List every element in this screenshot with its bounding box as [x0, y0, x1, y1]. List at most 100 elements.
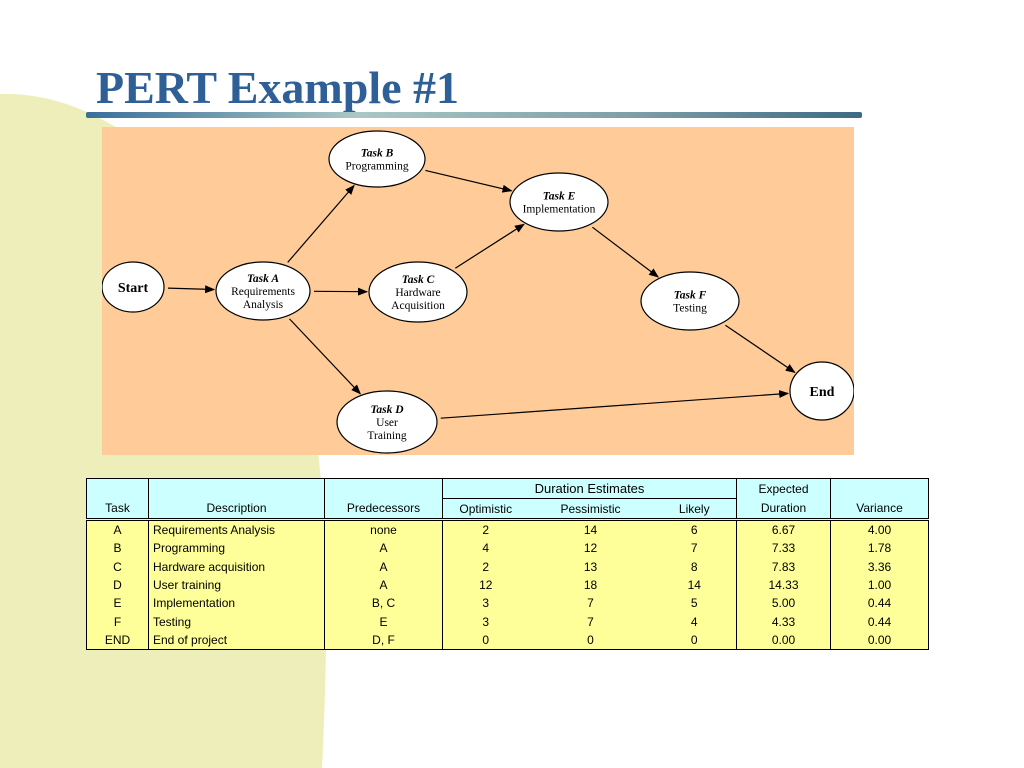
header-spacer-task [86, 478, 149, 499]
cell-description: Programming [148, 539, 325, 558]
cell-optimistic: 0 [442, 630, 529, 651]
cell-pessimistic: 7 [528, 594, 653, 613]
cell-variance: 3.36 [830, 557, 930, 576]
header-task: Task [86, 498, 149, 521]
arrow-task-f-to-end [725, 324, 796, 373]
header-likely: Likely [652, 498, 737, 521]
cell-variance: 0.00 [830, 630, 930, 651]
node-label: End [810, 385, 835, 400]
cell-likely: 4 [652, 612, 737, 631]
cell-likely: 5 [652, 594, 737, 613]
task-name: Task A [247, 273, 279, 285]
table-header-row: Task Description Predecessors Optimistic… [86, 498, 930, 521]
cell-predecessors: E [324, 612, 443, 631]
table-row: D User training A 12 18 14 14.33 1.00 [86, 575, 930, 595]
arrow-task-a-to-task-b [287, 184, 355, 263]
task-description: Requirements [231, 286, 295, 298]
task-name: Task D [370, 404, 404, 416]
arrow-task-c-to-task-e [454, 223, 525, 269]
header-description: Description [148, 498, 325, 521]
task-description: User [376, 417, 398, 429]
cell-predecessors: A [324, 539, 443, 558]
header-duration: Duration [736, 498, 831, 521]
title-underline [86, 112, 862, 118]
table-row: A Requirements Analysis none 2 14 6 6.67… [86, 519, 930, 540]
header-variance: Variance [830, 498, 930, 521]
cell-variance: 1.78 [830, 539, 930, 558]
header-pessimistic: Pessimistic [528, 498, 653, 521]
cell-optimistic: 3 [442, 594, 529, 613]
cell-predecessors: B, C [324, 594, 443, 613]
cell-duration: 7.33 [736, 539, 831, 558]
cell-variance: 1.00 [830, 575, 930, 595]
header-spacer-variance [830, 478, 930, 499]
cell-optimistic: 3 [442, 612, 529, 631]
cell-variance: 0.44 [830, 612, 930, 631]
header-optimistic: Optimistic [442, 498, 529, 521]
table-row: B Programming A 4 12 7 7.33 1.78 [86, 539, 930, 558]
cell-task: B [86, 539, 149, 558]
cell-predecessors: A [324, 575, 443, 595]
cell-pessimistic: 13 [528, 557, 653, 576]
cell-description: End of project [148, 630, 325, 651]
task-name: Task F [674, 290, 707, 302]
cell-task: END [86, 630, 149, 651]
cell-duration: 6.67 [736, 519, 831, 540]
node-label: Start [118, 281, 149, 296]
cell-optimistic: 12 [442, 575, 529, 595]
table-header-row-top: Duration Estimates Expected [86, 478, 930, 499]
task-name: Task B [361, 148, 394, 160]
cell-duration: 5.00 [736, 594, 831, 613]
cell-likely: 7 [652, 539, 737, 558]
cell-description: Implementation [148, 594, 325, 613]
cell-description: User training [148, 575, 325, 595]
table-row: E Implementation B, C 3 7 5 5.00 0.44 [86, 594, 930, 613]
task-description: Testing [673, 303, 707, 315]
cell-duration: 4.33 [736, 612, 831, 631]
cell-task: D [86, 575, 149, 595]
table-row: END End of project D, F 0 0 0 0.00 0.00 [86, 630, 930, 651]
task-description: Training [367, 430, 406, 442]
table-row: C Hardware acquisition A 2 13 8 7.83 3.3… [86, 557, 930, 576]
cell-variance: 4.00 [830, 519, 930, 540]
header-predecessors: Predecessors [324, 498, 443, 521]
cell-pessimistic: 14 [528, 519, 653, 540]
task-description: Acquisition [391, 300, 445, 312]
header-duration-estimates: Duration Estimates [441, 478, 737, 499]
cell-likely: 8 [652, 557, 737, 576]
task-description: Implementation [523, 204, 596, 216]
cell-pessimistic: 12 [528, 539, 653, 558]
arrow-task-a-to-task-d [289, 318, 361, 395]
arrow-task-e-to-task-f [592, 226, 659, 278]
arrow-start-to-task-a [167, 285, 216, 294]
cell-task: A [86, 519, 149, 540]
cell-description: Testing [148, 612, 325, 631]
cell-pessimistic: 18 [528, 575, 653, 595]
task-description: Hardware [395, 287, 440, 299]
cell-variance: 0.44 [830, 594, 930, 613]
header-spacer-predecessors [324, 478, 443, 499]
cell-optimistic: 2 [442, 557, 529, 576]
diagram-background [102, 127, 854, 455]
cell-predecessors: D, F [324, 630, 443, 651]
node-start: Start [102, 261, 165, 313]
cell-duration: 0.00 [736, 630, 831, 651]
cell-likely: 6 [652, 519, 737, 540]
table-row: F Testing E 3 7 4 4.33 0.44 [86, 612, 930, 631]
header-spacer-description [148, 478, 325, 499]
cell-pessimistic: 0 [528, 630, 653, 651]
task-description: Programming [345, 161, 408, 173]
cell-predecessors: A [324, 557, 443, 576]
cell-likely: 0 [652, 630, 737, 651]
task-description: Analysis [243, 299, 284, 311]
cell-optimistic: 2 [442, 519, 529, 540]
cell-optimistic: 4 [442, 539, 529, 558]
cell-description: Requirements Analysis [148, 519, 325, 540]
